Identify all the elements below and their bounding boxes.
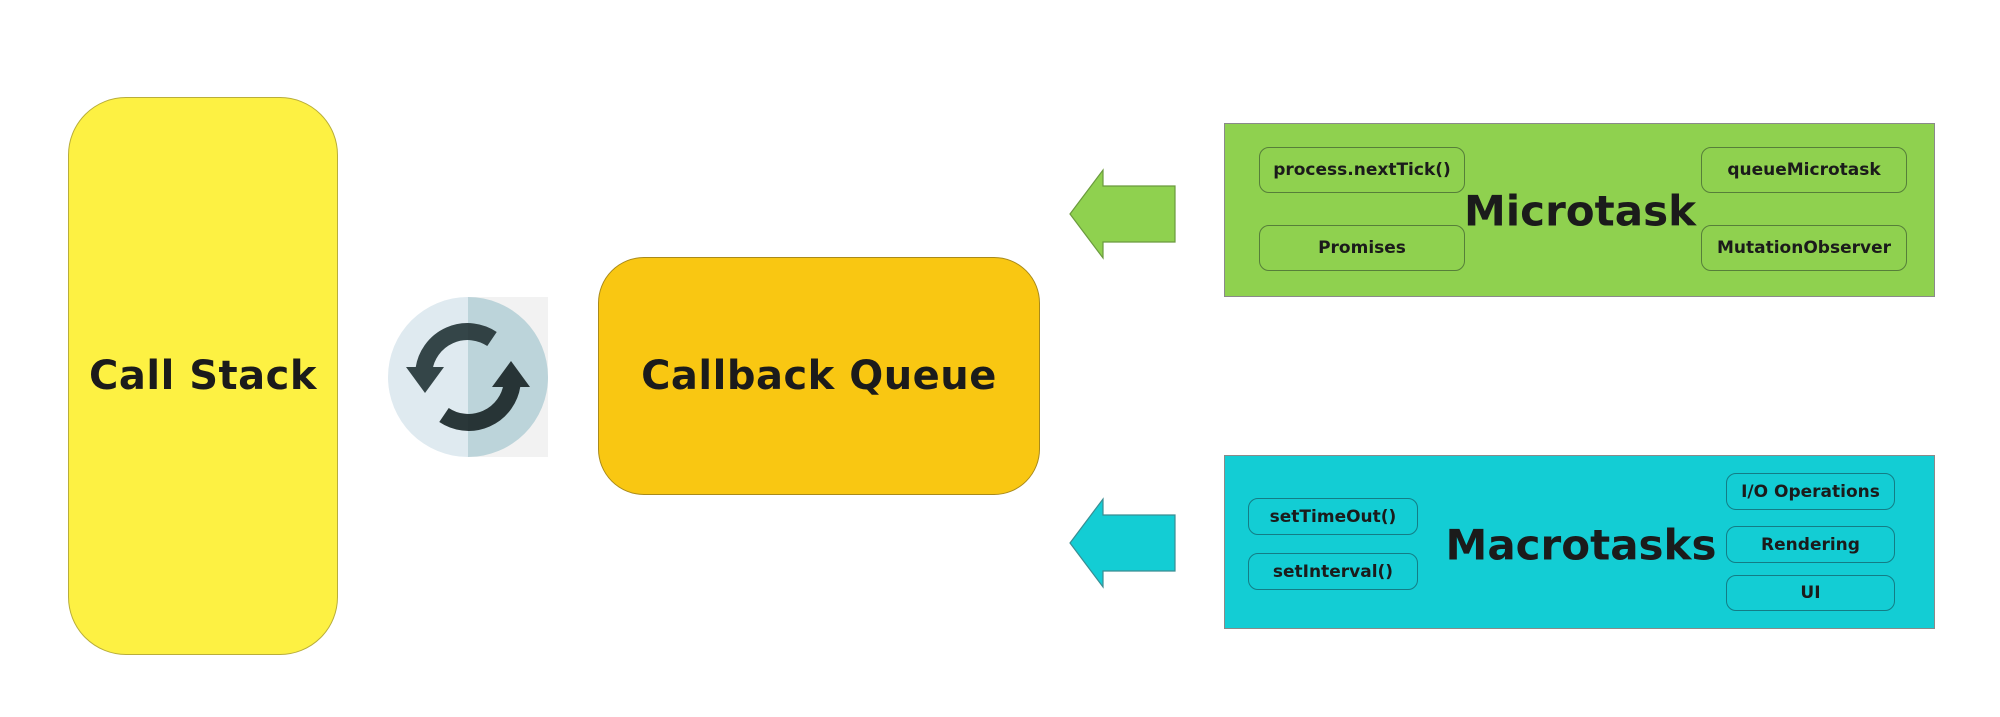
- macrotask-item-setinterval: setInterval(): [1248, 553, 1418, 590]
- callback-queue-box: Callback Queue: [598, 257, 1040, 495]
- microtask-panel: process.nextTick() Promises Microtask qu…: [1224, 123, 1935, 297]
- callback-queue-label: Callback Queue: [641, 353, 997, 399]
- call-stack-label: Call Stack: [89, 353, 317, 399]
- refresh-cycle-icon: [388, 297, 548, 457]
- microtask-item-queuemicrotask: queueMicrotask: [1701, 147, 1907, 193]
- microtask-arrow-left-icon: [1068, 168, 1178, 260]
- call-stack-box: Call Stack: [68, 97, 338, 655]
- macrotask-item-ui: UI: [1726, 575, 1895, 611]
- macrotask-arrow-left-icon: [1068, 497, 1178, 589]
- macrotask-item-io-operations: I/O Operations: [1726, 473, 1895, 510]
- macrotask-item-settimeout: setTimeOut(): [1248, 498, 1418, 535]
- microtask-item-promises: Promises: [1259, 225, 1465, 271]
- macrotask-panel: setTimeOut() setInterval() Macrotasks I/…: [1224, 455, 1935, 629]
- microtask-item-process-nexttick: process.nextTick(): [1259, 147, 1465, 193]
- macrotask-item-rendering: Rendering: [1726, 526, 1895, 563]
- microtask-title: Microtask: [1463, 186, 1697, 236]
- microtask-item-mutationobserver: MutationObserver: [1701, 225, 1907, 271]
- macrotask-title: Macrotasks: [1445, 520, 1717, 570]
